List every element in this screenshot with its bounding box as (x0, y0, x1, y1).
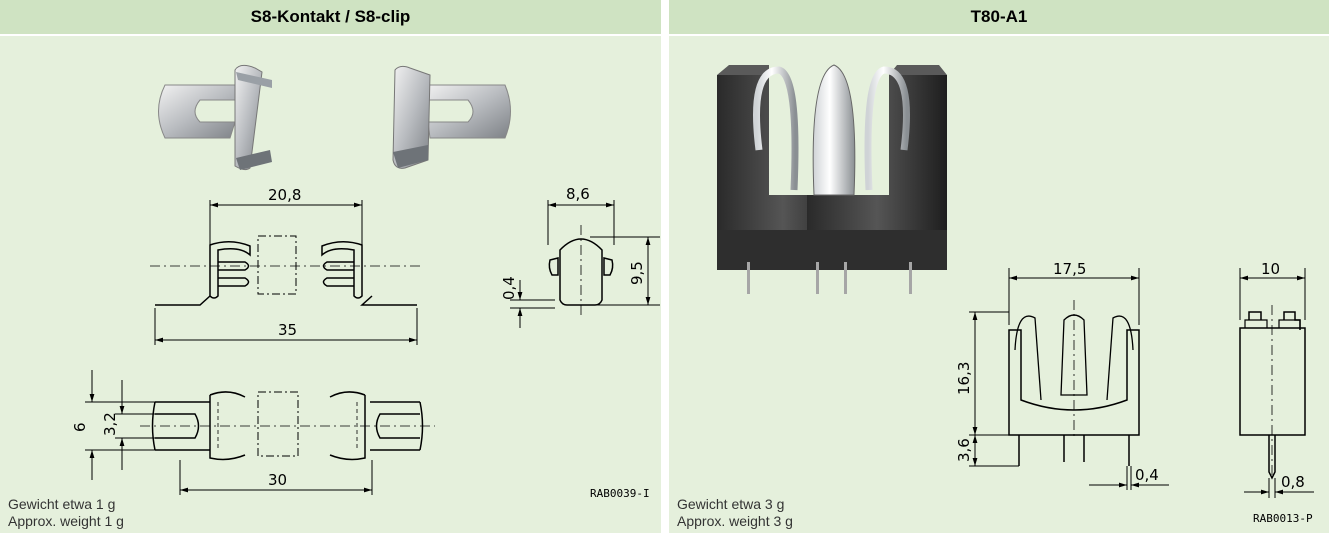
side-view (1239, 268, 1314, 498)
dim-pin-thick: 0,4 (1135, 466, 1159, 484)
dim-width: 17,5 (1053, 260, 1086, 278)
front-view (150, 200, 420, 345)
weight-note: Gewicht etwa 1 g Approx. weight 1 g (8, 496, 124, 530)
dim-inner: 3,2 (101, 412, 119, 436)
t80-drawing: 17,5 16,3 3,6 0,4 10 0,8 (717, 64, 1314, 498)
weight-de: Gewicht etwa 3 g (677, 496, 785, 512)
top-view (85, 370, 435, 495)
dim-side-pin: 0,8 (1281, 473, 1305, 491)
front-view (969, 268, 1169, 490)
dim-side: 10 (1261, 260, 1280, 278)
dim-pin: 3,6 (955, 438, 973, 462)
dim-width-top: 20,8 (268, 186, 301, 204)
side-view (510, 200, 660, 328)
weight-en: Approx. weight 1 g (8, 513, 124, 529)
s8-clip-drawing: 20,8 35 8,6 9,5 0,4 (71, 64, 660, 495)
dim-outer: 6 (71, 422, 89, 432)
weight-en: Approx. weight 3 g (677, 513, 793, 529)
drawing-ref: RAB0039-I (590, 487, 650, 500)
dim-base: 0,4 (500, 276, 518, 300)
dim-side-width: 8,6 (566, 185, 590, 203)
drawing-ref: RAB0013-P (1253, 512, 1313, 525)
panel-s8-clip: S8-Kontakt / S8-clip (0, 0, 661, 533)
panel-t80-a1: T80-A1 (669, 0, 1329, 533)
panel-title: T80-A1 (669, 0, 1329, 36)
weight-de: Gewicht etwa 1 g (8, 496, 116, 512)
dim-height: 9,5 (628, 261, 646, 285)
holder-photo (717, 64, 947, 294)
clip-photo-left (158, 64, 272, 171)
panel-title: S8-Kontakt / S8-clip (0, 0, 661, 36)
dim-height: 16,3 (955, 362, 973, 395)
clip-photo-right (392, 65, 511, 169)
dim-length: 30 (268, 471, 287, 489)
dim-overall: 35 (278, 321, 297, 339)
weight-note: Gewicht etwa 3 g Approx. weight 3 g (677, 496, 793, 530)
